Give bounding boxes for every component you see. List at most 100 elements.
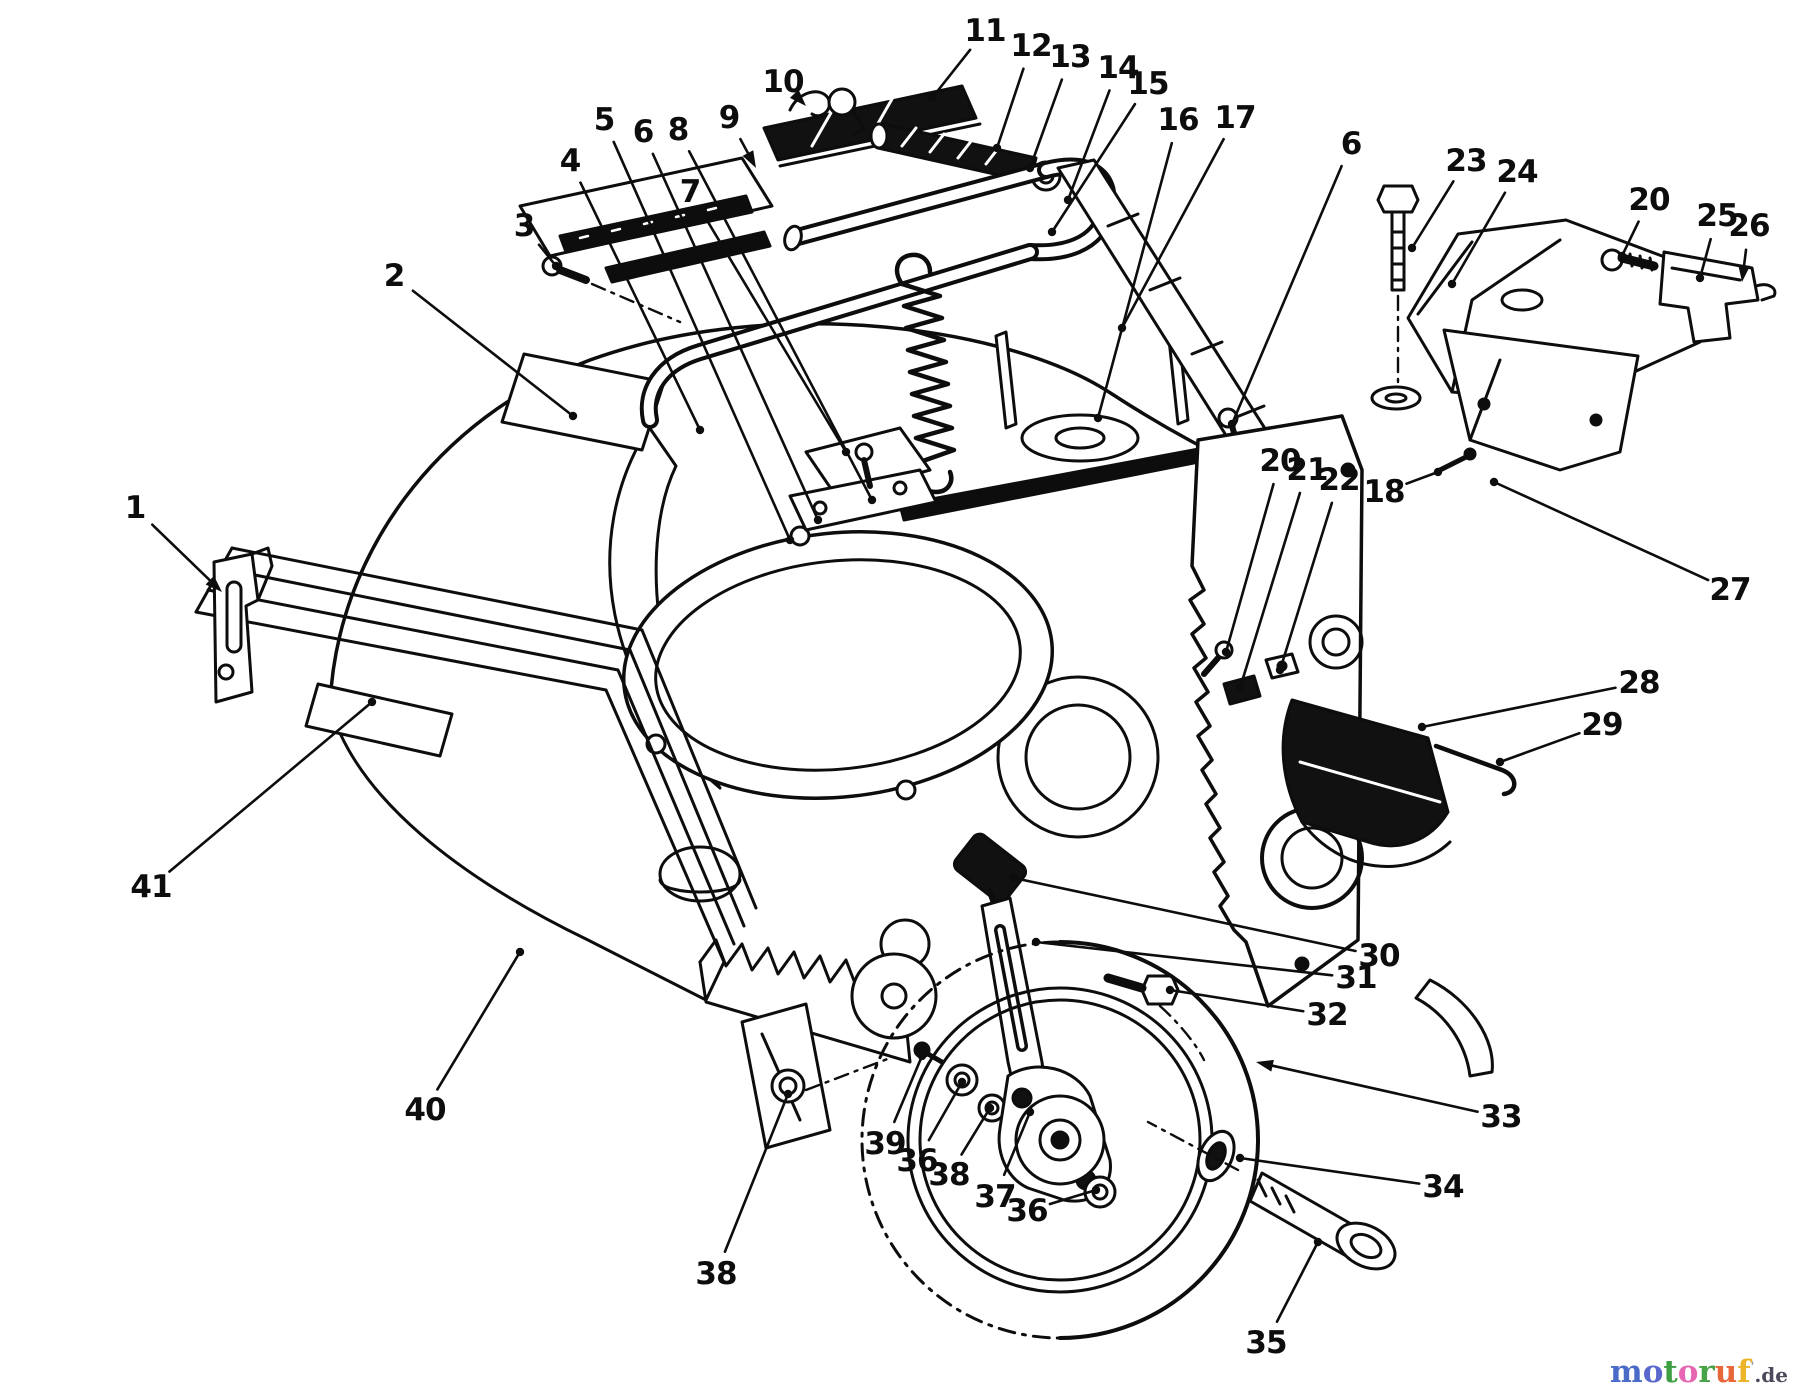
part-number-6: 6 — [1341, 126, 1362, 162]
leader-line — [1066, 89, 1111, 202]
callout-20-20: 20 — [1617, 182, 1671, 261]
leader-line — [960, 1106, 992, 1156]
leader-line — [1620, 220, 1640, 258]
part-number-39: 39 — [864, 1126, 905, 1162]
leader-line — [739, 137, 751, 157]
part-number-6: 6 — [633, 114, 654, 150]
logo-letter-2: t — [1663, 1354, 1678, 1390]
callout-8-7: 8 — [668, 112, 877, 505]
leader-dot — [1221, 647, 1231, 657]
part-number-41: 41 — [130, 869, 171, 905]
leader-dot — [1093, 413, 1103, 423]
callout-38-41: 38 — [695, 1089, 793, 1292]
callout-30-30: 30 — [1009, 873, 1401, 974]
part-number-2: 2 — [384, 258, 405, 294]
callout-25-21: 25 — [1695, 198, 1739, 283]
callout-40-42: 40 — [404, 947, 525, 1128]
logo-mark: ' — [1750, 1359, 1755, 1374]
callout-21-24: 21 — [1235, 452, 1329, 693]
leader-line — [893, 1054, 924, 1124]
leader-dot — [1091, 1185, 1101, 1195]
callout-27-27: 27 — [1489, 477, 1752, 608]
leader-line — [1410, 180, 1455, 250]
wire-clip-10 — [788, 87, 866, 136]
blade-sweep-curve — [608, 425, 722, 790]
callout-41-43: 41 — [130, 697, 377, 905]
leader-dot — [695, 425, 705, 435]
leader-dot — [1489, 477, 1499, 487]
logo-letter-3: o — [1677, 1354, 1699, 1390]
callout-29-29: 29 — [1495, 707, 1624, 767]
logo-letter-4: r — [1698, 1354, 1715, 1390]
callout-2-1: 2 — [384, 258, 578, 421]
leader-dot — [927, 93, 937, 103]
leader-line — [930, 48, 972, 100]
part-number-27: 27 — [1709, 572, 1750, 608]
callout-11-10: 11 — [927, 13, 1007, 103]
axle-bolt-35 — [1146, 1120, 1397, 1271]
leader-dot — [1117, 323, 1127, 333]
leader-line — [1230, 164, 1343, 426]
leader-dot — [1695, 273, 1705, 283]
leader-arrowhead — [742, 150, 756, 168]
part-number-38: 38 — [695, 1256, 736, 1292]
leader-line — [1224, 482, 1275, 654]
leader-line — [723, 1092, 790, 1254]
leader-dot — [1227, 419, 1237, 429]
leader-line — [927, 1080, 964, 1142]
bolt-23 — [1370, 184, 1422, 411]
callout-13-12: 13 — [1025, 39, 1092, 173]
leader-line — [1120, 137, 1225, 330]
leader-arrowhead — [1256, 1059, 1274, 1072]
callout-34-34: 34 — [1235, 1153, 1465, 1205]
leader-line — [1238, 491, 1302, 690]
callout-7-6: 7 — [680, 174, 851, 457]
callout-9-8: 9 — [719, 100, 756, 168]
leader-line — [995, 67, 1025, 150]
leader-dot — [783, 1089, 793, 1099]
leader-dot — [1031, 937, 1041, 947]
deflector-28 — [1281, 698, 1452, 868]
logo-letter-1: o — [1642, 1354, 1664, 1390]
part-number-32: 32 — [1306, 997, 1347, 1033]
part-number-34: 34 — [1422, 1169, 1464, 1205]
leader-dot — [813, 515, 823, 525]
leader-line — [1278, 501, 1334, 672]
leader-dot — [1235, 683, 1245, 693]
part-number-29: 29 — [1581, 707, 1622, 743]
part-number-23: 23 — [1445, 143, 1486, 179]
rod-29 — [1433, 743, 1517, 797]
leader-arrowhead — [205, 575, 222, 592]
leader-line — [1742, 248, 1748, 270]
callout-35-35: 35 — [1245, 1237, 1323, 1361]
part-number-36: 36 — [896, 1143, 937, 1179]
logo-letter-6: f — [1737, 1354, 1751, 1390]
leader-dot — [1433, 467, 1443, 477]
leader-dot — [992, 143, 1002, 153]
part-number-13: 13 — [1049, 39, 1090, 75]
leader-arrowhead — [789, 89, 806, 106]
leader-line — [411, 289, 575, 418]
leader-dot — [867, 495, 877, 505]
leader-line — [1034, 940, 1334, 977]
callout-18-26: 18 — [1363, 467, 1443, 510]
leader-dot — [1313, 1237, 1323, 1247]
leader-dot — [367, 697, 377, 707]
callout-3-2: 3 — [514, 208, 561, 271]
cover-bracket-27 — [1442, 328, 1640, 472]
part-number-35: 35 — [1245, 1325, 1286, 1361]
callout-14-13: 14 — [1063, 50, 1140, 205]
leader-dot — [785, 535, 795, 545]
leader-dot — [1165, 985, 1175, 995]
part-number-26: 26 — [1728, 208, 1769, 244]
anchor-bracket — [788, 426, 938, 532]
leader-dot — [1047, 227, 1057, 237]
part-number-20: 20 — [1259, 443, 1301, 479]
leader-line — [579, 181, 702, 432]
part-number-12: 12 — [1010, 28, 1051, 64]
wheel-33 — [860, 940, 1260, 1340]
callout-37-39: 37 — [974, 1107, 1035, 1215]
